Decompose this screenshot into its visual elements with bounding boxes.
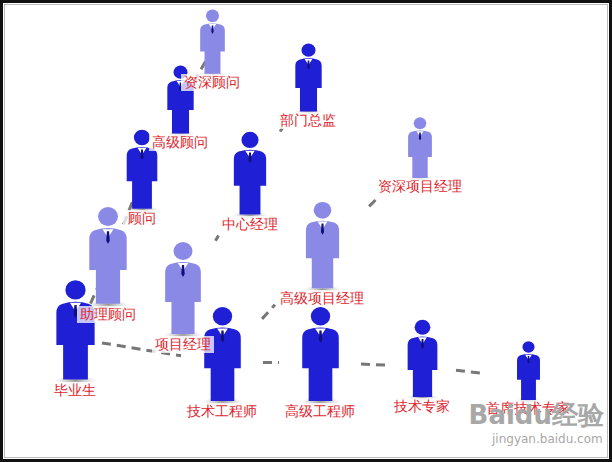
position-label: 项目经理 <box>152 336 214 353</box>
figure-head <box>98 207 118 226</box>
figure-body <box>517 354 540 400</box>
person-node: 高级项目经理 <box>277 200 367 307</box>
position-label: 高级工程师 <box>282 403 358 420</box>
figure-tie <box>527 356 529 364</box>
person-figure <box>198 8 227 78</box>
figure-head <box>311 307 330 325</box>
figure-head <box>414 117 427 129</box>
figure-tie <box>106 231 110 244</box>
figure-head <box>241 132 258 148</box>
figure-head <box>174 242 193 260</box>
person-figure <box>405 318 440 402</box>
career-path-line <box>262 305 275 319</box>
position-label: 中心经理 <box>219 216 281 233</box>
person-node: 技术专家 <box>391 318 453 415</box>
person-figure <box>293 42 324 116</box>
figure-tie <box>419 133 421 141</box>
figure-head <box>65 280 85 299</box>
figure-body <box>204 327 241 400</box>
figure-body <box>302 327 339 400</box>
frame-inner-border <box>5 5 608 458</box>
figure-tie <box>319 331 322 343</box>
figure-body <box>408 336 438 396</box>
position-label: 技术工程师 <box>184 403 260 420</box>
person-figure <box>162 240 204 340</box>
person-figure <box>303 200 342 294</box>
position-label: 毕业生 <box>51 382 99 399</box>
figure-tie <box>307 61 309 70</box>
person-node: 资深顾问 <box>181 8 243 91</box>
figure-tie <box>421 339 424 349</box>
career-path-line <box>216 236 219 241</box>
person-figure <box>53 278 98 386</box>
position-label: 资深项目经理 <box>375 178 465 195</box>
figure-body <box>165 262 201 334</box>
position-label: 助理顾问 <box>77 306 139 323</box>
watermark: Baidu经验 <box>469 398 604 433</box>
watermark: jingyan.baidu.com <box>492 432 603 446</box>
person-figure <box>231 130 269 220</box>
person-node: 中心经理 <box>219 130 281 233</box>
figure-head <box>522 341 534 353</box>
figure-body <box>408 131 432 179</box>
person-figure <box>515 340 542 404</box>
career-path-line <box>456 370 480 373</box>
figure-body <box>306 221 339 289</box>
person-node: 部门总监 <box>277 42 339 129</box>
career-path-line <box>263 361 279 364</box>
figure-head <box>134 130 150 145</box>
figure-body <box>127 147 158 209</box>
figure-tie <box>321 224 324 235</box>
position-label: 技术专家 <box>391 398 453 415</box>
person-node: 资深项目经理 <box>375 116 465 195</box>
figure-head <box>415 320 431 335</box>
figure-head <box>314 202 332 219</box>
figure-body <box>89 228 126 304</box>
career-path-line <box>369 197 378 206</box>
position-label: 高级项目经理 <box>277 290 367 307</box>
figure-head <box>213 307 232 325</box>
position-label: 部门总监 <box>277 112 339 129</box>
figure-tie <box>248 153 251 164</box>
figure-tie <box>181 265 184 277</box>
person-node: 项目经理 <box>152 240 214 353</box>
figure-tie <box>211 26 213 34</box>
figure-tie <box>141 150 144 160</box>
position-label: 资深顾问 <box>181 74 243 91</box>
position-label: 顾问 <box>123 210 161 227</box>
person-node: 技术工程师 <box>184 305 260 420</box>
figure-body <box>234 150 266 215</box>
career-path-line <box>361 364 388 365</box>
figure-body <box>295 58 321 111</box>
figure-body <box>200 23 225 73</box>
person-node: 高级工程师 <box>282 305 358 420</box>
figure-tie <box>221 331 224 343</box>
person-figure <box>406 116 434 182</box>
figure-head <box>302 43 316 56</box>
person-node: 毕业生 <box>51 278 99 399</box>
person-figure <box>201 305 244 407</box>
position-label: 高级顾问 <box>149 134 211 151</box>
person-figure <box>299 305 342 407</box>
figure-head <box>206 9 219 22</box>
